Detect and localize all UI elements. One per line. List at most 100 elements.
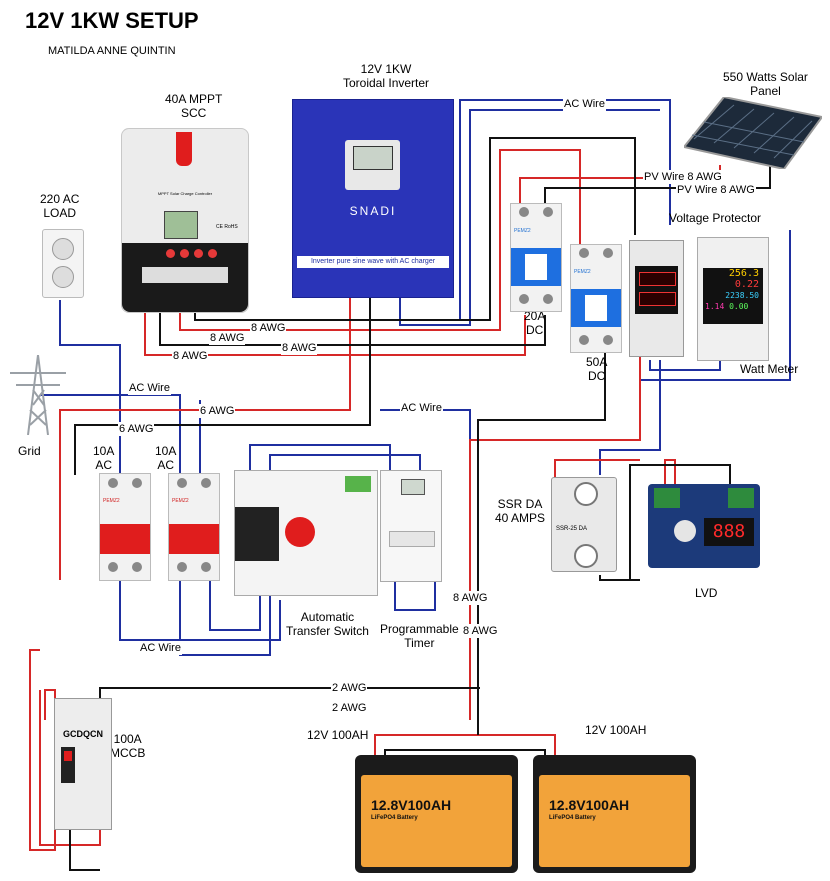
scc-button bbox=[180, 249, 189, 258]
vp-readout bbox=[639, 292, 676, 306]
terminal-screw bbox=[201, 562, 211, 572]
author-name: MATILDA ANNE QUINTIN bbox=[48, 45, 176, 57]
vp-display bbox=[635, 266, 678, 314]
terminal-screw bbox=[579, 248, 589, 258]
battery-2: 12.8V100AH LiFePO4 Battery bbox=[533, 755, 696, 873]
terminal-screw bbox=[543, 207, 553, 217]
watt-reading-power: 1.14 0.00 bbox=[705, 302, 749, 311]
wire-label-6awg-b: 6 AWG bbox=[118, 422, 155, 436]
battery-1-face: 12.8V100AH LiFePO4 Battery bbox=[361, 775, 512, 867]
dc-neg-scc bbox=[159, 310, 546, 346]
mccb-lever bbox=[61, 747, 75, 783]
batt-neg-bus bbox=[477, 320, 606, 735]
dc-pos-scc2 bbox=[179, 149, 581, 331]
lvd-terminal bbox=[654, 488, 680, 508]
ssr-model: SSR-25 DA bbox=[556, 526, 588, 532]
watt-reading-voltage: 256.3 bbox=[728, 268, 759, 279]
batt-pos-bus bbox=[469, 355, 641, 720]
terminal-screw bbox=[108, 562, 118, 572]
ac-wire-inv-out bbox=[399, 109, 660, 326]
terminal-screw bbox=[603, 248, 613, 258]
wire-label-ac-grid: AC Wire bbox=[128, 381, 171, 395]
batt-pos-1 bbox=[374, 734, 556, 755]
mccb-neg2 bbox=[69, 830, 100, 871]
scc-red-tab bbox=[176, 132, 192, 166]
wire-label-2awg-b: 2 AWG bbox=[331, 701, 368, 715]
battery-2-label: 12V 100AH bbox=[585, 723, 647, 737]
terminal-screw bbox=[579, 335, 589, 345]
breaker-brand: PEMZ2 bbox=[103, 498, 120, 504]
ac-load-outlet bbox=[42, 229, 84, 298]
voltage-protector-label: Voltage Protector bbox=[669, 211, 762, 225]
watt-reading-energy: 2238.50 bbox=[725, 291, 759, 300]
ac-wire-timer bbox=[380, 409, 471, 470]
terminal-screw bbox=[543, 294, 553, 304]
wire-label-8awg-a: 8 AWG bbox=[250, 321, 287, 335]
scc-lcd bbox=[164, 211, 198, 239]
breaker-toggle bbox=[571, 289, 621, 327]
terminal-screw bbox=[519, 294, 529, 304]
lvd-display: 888 bbox=[704, 518, 754, 546]
terminal-screw bbox=[201, 478, 211, 488]
ac-breaker-10a-2: PEMZ2 bbox=[168, 473, 220, 581]
breaker-brand: PEMZ2 bbox=[172, 498, 189, 504]
mccb-neg bbox=[99, 687, 480, 700]
vp-readout bbox=[639, 272, 676, 286]
mccb-lever-tip bbox=[64, 751, 72, 761]
grid-tower-icon bbox=[10, 355, 66, 435]
inv-neg bbox=[74, 295, 371, 475]
mccb-pos bbox=[29, 649, 56, 851]
wire-label-8awg-f: 8 AWG bbox=[462, 624, 499, 638]
wire-label-ac-bottom: AC Wire bbox=[139, 641, 182, 655]
toroidal-inverter: SNADI Inverter pure sine wave with AC ch… bbox=[292, 99, 454, 298]
pv-wire-neg bbox=[544, 165, 771, 205]
terminal-screw bbox=[519, 207, 529, 217]
breaker-brand: PEMZ2 bbox=[574, 269, 591, 275]
scc-button bbox=[194, 249, 203, 258]
scc-terminals bbox=[142, 267, 228, 283]
solar-panel bbox=[684, 97, 822, 169]
wire-label-2awg-a: 2 AWG bbox=[331, 681, 368, 695]
battery-1: 12.8V100AH LiFePO4 Battery bbox=[355, 755, 518, 873]
battery-2-chem: LiFePO4 Battery bbox=[549, 815, 596, 821]
ac-wire-ats2 bbox=[269, 454, 421, 475]
battery-1-label: 12V 100AH bbox=[307, 728, 369, 742]
dc-pos-scc bbox=[144, 305, 526, 356]
wire-label-8awg-d: 8 AWG bbox=[172, 349, 209, 363]
ssr-neg bbox=[599, 575, 640, 581]
ats-rn-block bbox=[235, 507, 279, 561]
ac-wire-timer-out bbox=[394, 580, 436, 611]
dc-neg-scc2 bbox=[194, 137, 636, 321]
ats-selector-knob bbox=[285, 517, 315, 547]
lvd-label: LVD bbox=[695, 586, 718, 600]
outlet-socket bbox=[52, 266, 74, 288]
ac-wire-ssr bbox=[599, 360, 661, 475]
lvd-module: 888 bbox=[648, 484, 760, 568]
timer-lcd bbox=[401, 479, 425, 495]
scc-brand: MPPT Solar Charge Controller bbox=[157, 191, 213, 196]
wire-label-8awg-b: 8 AWG bbox=[209, 331, 246, 345]
scc-button bbox=[208, 249, 217, 258]
breaker-toggle-window bbox=[585, 295, 607, 321]
voltage-protector bbox=[629, 240, 684, 357]
dc-breaker-20a: PEMZ2 bbox=[510, 203, 562, 312]
wire-label-pv-2: PV Wire 8 AWG bbox=[676, 183, 756, 197]
lvd-pos bbox=[664, 459, 676, 500]
ssr-da: SSR-25 DA bbox=[551, 477, 617, 572]
watt-meter-label: Watt Meter bbox=[740, 362, 799, 376]
scc-cert: CE RoHS bbox=[216, 224, 238, 230]
ac-wire-bottom2 bbox=[179, 580, 271, 656]
mccb-brand: GCDQCN bbox=[63, 729, 103, 739]
mppt-scc: MPPT Solar Charge Controller CE RoHS bbox=[121, 128, 249, 313]
inverter-display-panel bbox=[345, 140, 400, 190]
terminal-screw bbox=[108, 478, 118, 488]
lvd-neg bbox=[629, 464, 731, 580]
scc-terminal-block bbox=[122, 243, 248, 312]
breaker-brand: PEMZ2 bbox=[514, 228, 531, 234]
